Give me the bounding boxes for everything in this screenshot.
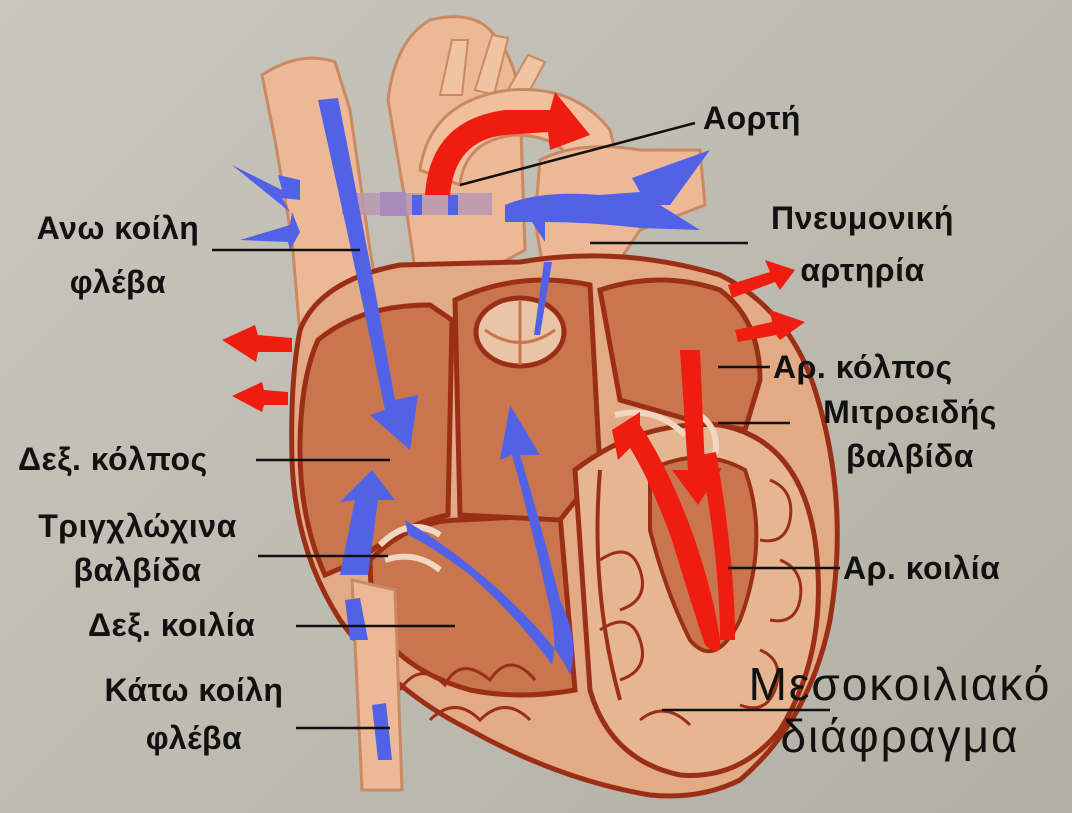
label-pulmonary-artery: Πνευμονική αρτηρία <box>745 200 980 288</box>
label-right-atrium: Δεξ. κόλπος <box>18 441 208 477</box>
label-superior-vena-cava: Ανω κοίλη φλέβα <box>18 210 218 300</box>
label-right-ventricle: Δεξ. κοιλία <box>88 607 255 643</box>
label-tricuspid-valve: Τριγχλώχινα βαλβίδα <box>20 508 255 588</box>
label-left-atrium: Αρ. κόλπος <box>773 349 953 385</box>
label-pulmonary-artery-line-1: Πνευμονική <box>745 200 980 236</box>
label-superior-vena-cava-line-2: φλέβα <box>18 264 218 300</box>
label-mitral-valve-line-1: Μιτροειδής <box>790 394 1030 430</box>
label-superior-vena-cava-line-1: Ανω κοίλη <box>18 210 218 246</box>
label-tricuspid-valve-line-2: βαλβίδα <box>20 552 255 588</box>
label-septum-line-1: Μεσοκοιλιακό <box>735 658 1065 710</box>
label-aorta: Αορτή <box>703 100 801 136</box>
label-inferior-vena-cava-line-2: φλέβα <box>85 720 303 756</box>
label-pulmonary-artery-line-2: αρτηρία <box>745 252 980 288</box>
label-inferior-vena-cava: Κάτω κοίλη φλέβα <box>85 672 303 756</box>
label-inferior-vena-cava-line-1: Κάτω κοίλη <box>85 672 303 708</box>
label-mitral-valve-line-2: βαλβίδα <box>790 438 1030 474</box>
label-septum-line-2: διάφραγμα <box>735 710 1065 762</box>
label-septum: Μεσοκοιλιακό διάφραγμα <box>735 658 1065 762</box>
label-mitral-valve: Μιτροειδής βαλβίδα <box>790 394 1030 474</box>
label-left-ventricle: Αρ. κοιλία <box>843 550 1000 586</box>
label-tricuspid-valve-line-1: Τριγχλώχινα <box>20 508 255 544</box>
